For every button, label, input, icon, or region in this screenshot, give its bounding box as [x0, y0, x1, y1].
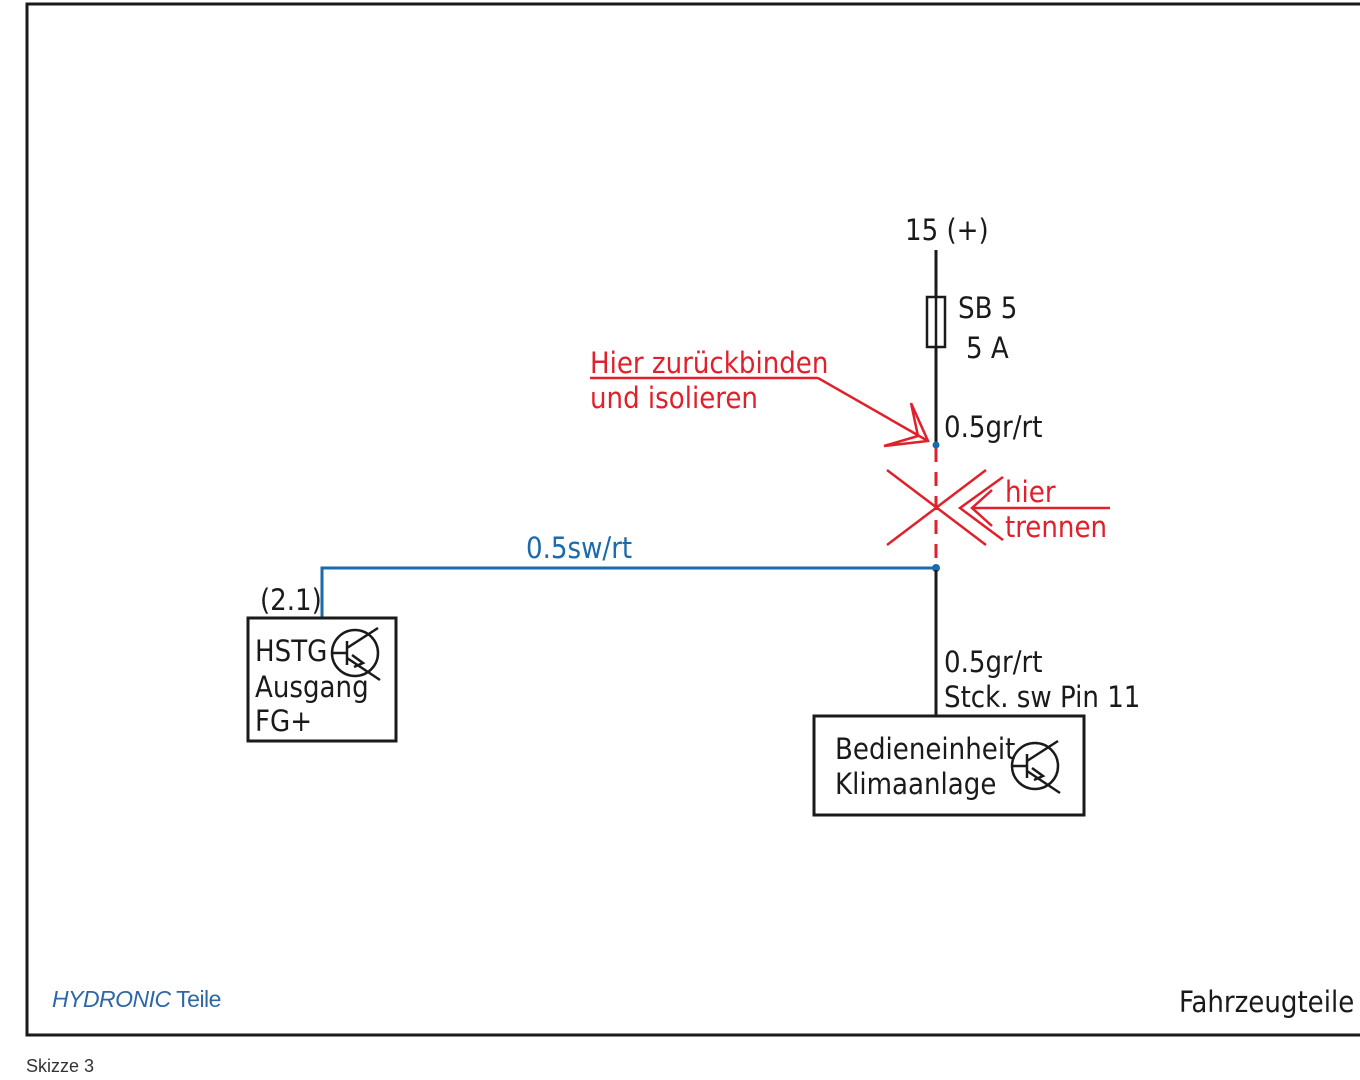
control-unit-line1: Bedieneinheit: [835, 732, 1015, 766]
brand-italic: HYDRONIC: [52, 986, 171, 1012]
transistor-icon: [1010, 739, 1061, 795]
annotation-tie-back-line2: und isolieren: [590, 381, 758, 415]
wire-label-blue: 0.5sw/rt: [526, 531, 632, 565]
transistor-icon: [330, 626, 381, 682]
brand-rest: Teile: [170, 986, 221, 1012]
arrow-icon: [883, 402, 930, 448]
control-unit-line2: Klimaanlage: [835, 767, 996, 801]
hstg-box: [246, 616, 398, 743]
annotation-leader-line: [817, 376, 929, 443]
wire-label-lower: 0.5gr/rt: [944, 645, 1043, 679]
hstg-line1: HSTG: [255, 634, 327, 668]
supply-label: 15 (+): [905, 213, 989, 247]
footer-right-label: Fahrzeugteile: [1179, 985, 1354, 1019]
cut-arrow-outer: [957, 475, 1004, 542]
hstg-line3: FG+: [255, 704, 312, 738]
fuse-name: SB 5: [958, 291, 1017, 325]
hstg-pin-label: (2.1): [260, 583, 322, 617]
annotation-cut-line1: hier: [1005, 475, 1056, 509]
wire-blue: [320, 566, 936, 618]
drawing-frame: [25, 2, 1360, 1037]
wire-label-upper: 0.5gr/rt: [944, 410, 1043, 444]
brand-logo: HYDRONIC Teile: [52, 986, 221, 1013]
figure-caption: Skizze 3: [26, 1056, 95, 1076]
fuse-rating: 5 A: [966, 331, 1009, 365]
control-unit-box: [812, 714, 1086, 817]
wire-connector-label: Stck. sw Pin 11: [944, 680, 1140, 714]
annotation-tie-back-line1: Hier zurückbinden: [590, 346, 828, 380]
junction-dot-upper: [932, 441, 940, 449]
cut-mark-x-b: [886, 469, 987, 546]
annotation-cut-line2: trennen: [1005, 510, 1107, 544]
